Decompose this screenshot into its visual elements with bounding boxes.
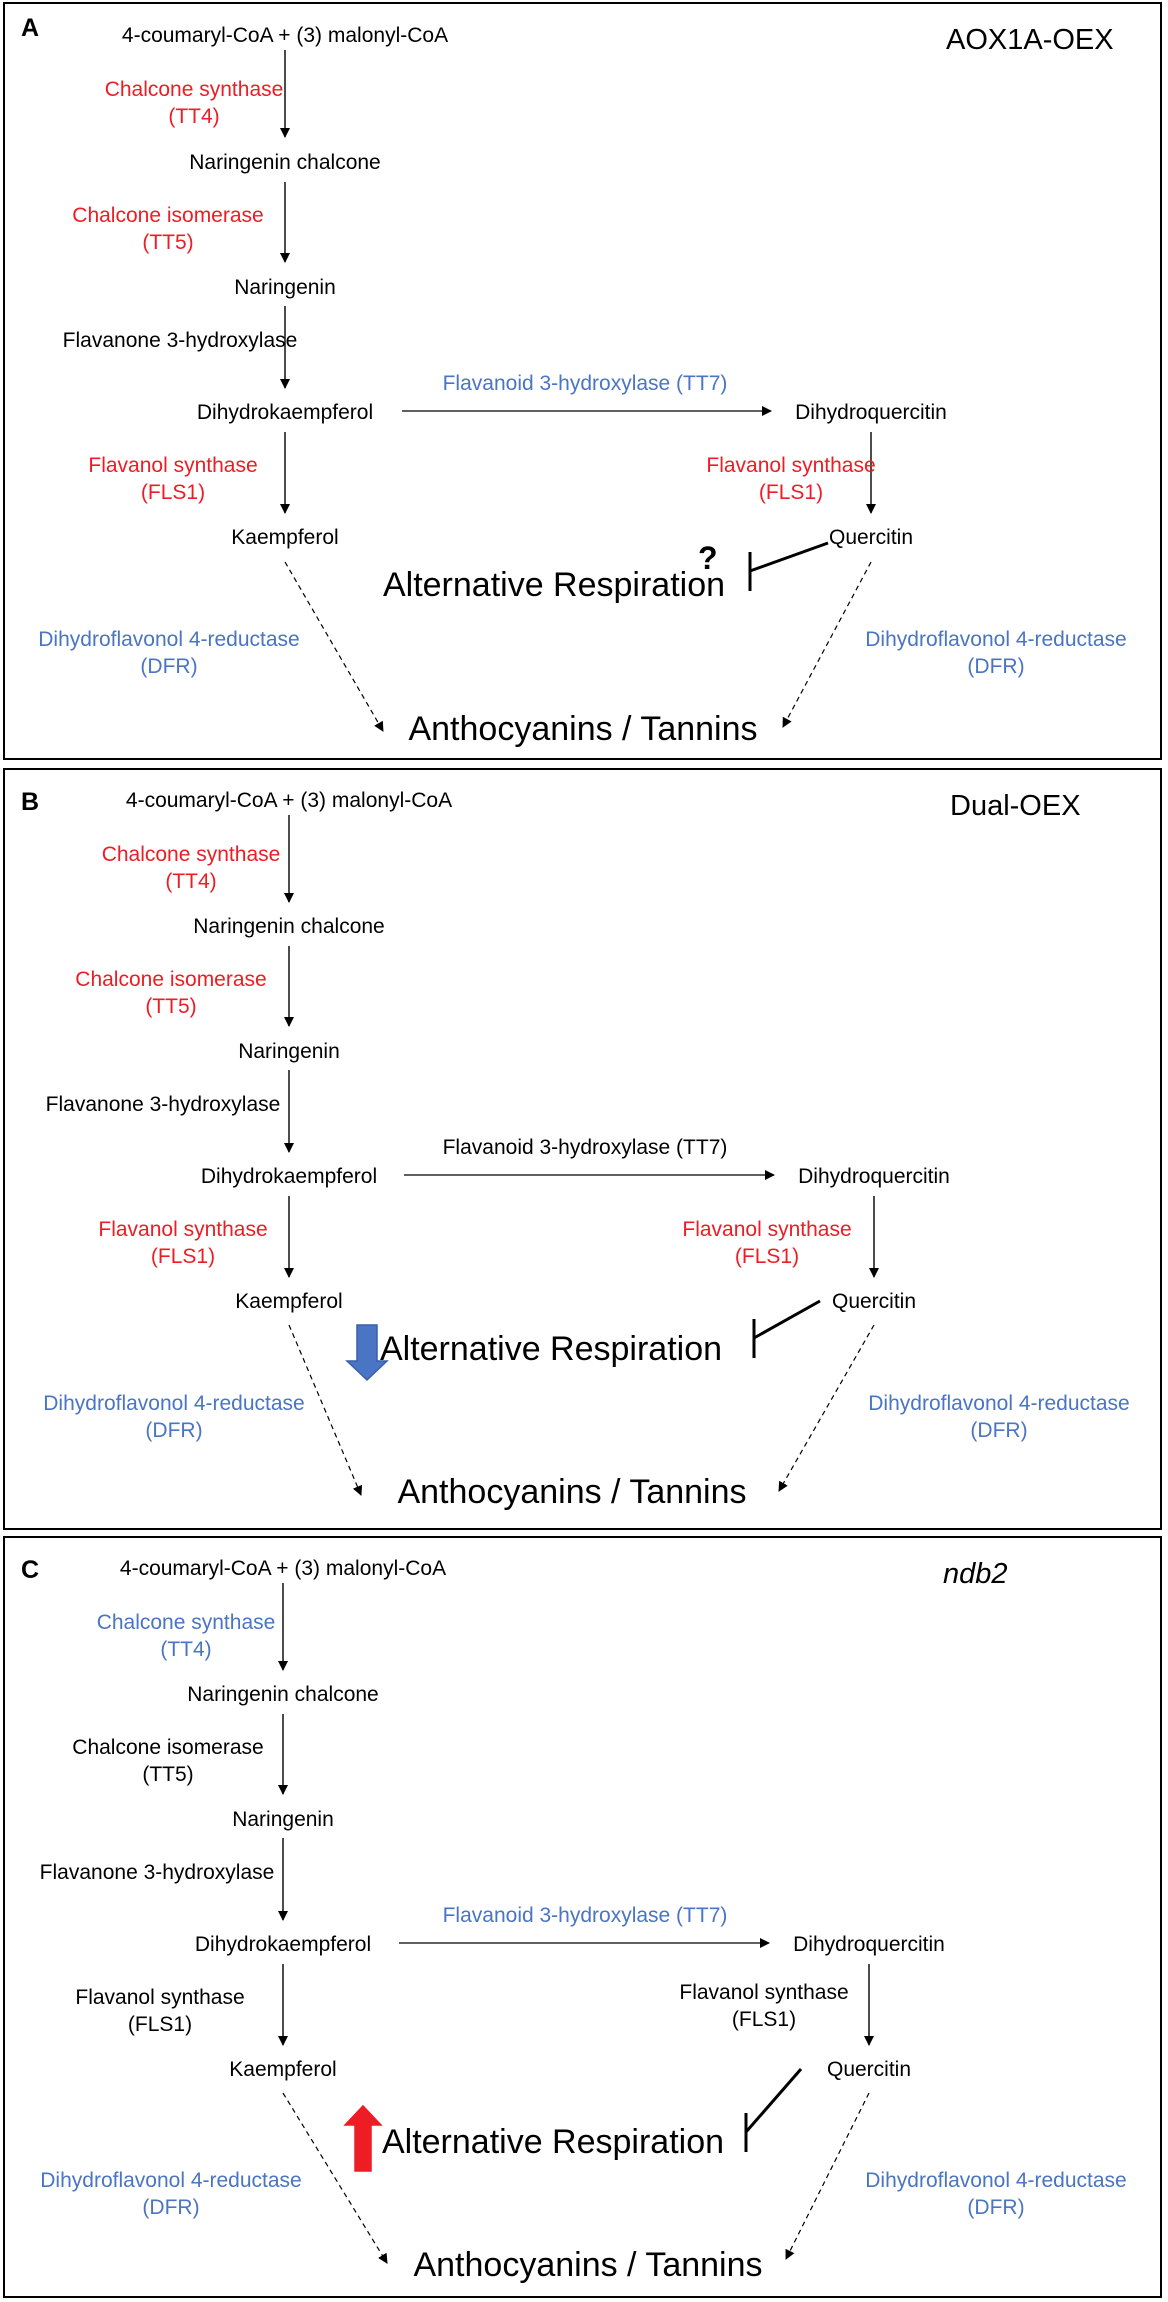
inhibition-line bbox=[749, 541, 829, 573]
alternative-respiration-label: Alternative Respiration bbox=[379, 1330, 723, 1368]
enzyme-dfr-right: Dihydroflavonol 4-reductase(DFR) bbox=[865, 2169, 1127, 2219]
metabolite-kaempferol: Kaempferol bbox=[231, 526, 339, 549]
panel-letter: B bbox=[21, 788, 40, 816]
substrate-label: 4-coumaryl-CoA + (3) malonyl-CoA bbox=[119, 1557, 447, 1580]
metabolite-kaempferol: Kaempferol bbox=[229, 2058, 337, 2081]
metabolite-dihydrokaempferol: Dihydrokaempferol bbox=[194, 1933, 372, 1956]
metabolite-dihydroquercitin: Dihydroquercitin bbox=[795, 401, 947, 424]
metabolite-naringenin: Naringenin bbox=[234, 276, 336, 299]
metabolite-quercitin: Quercitin bbox=[828, 526, 914, 549]
enzyme-chalcone-synthase: Chalcone synthase(TT4) bbox=[101, 843, 281, 893]
enzyme-flavanoid-3-hydroxylase: Flavanoid 3-hydroxylase (TT7) bbox=[442, 1136, 728, 1159]
product-label: Anthocyanins / Tannins bbox=[408, 710, 758, 748]
condition-label: ndb2 bbox=[943, 1558, 1008, 1590]
enzyme-chalcone-synthase: Chalcone synthase(TT4) bbox=[96, 1611, 276, 1661]
enzyme-dfr-left: Dihydroflavonol 4-reductase(DFR) bbox=[40, 2169, 302, 2219]
metabolite-dihydrokaempferol: Dihydrokaempferol bbox=[200, 1165, 378, 1188]
enzyme-flavanol-synthase-right: Flavanol synthase(FLS1) bbox=[682, 1218, 852, 1268]
enzyme-flavanone-3-hydroxylase: Flavanone 3-hydroxylase bbox=[39, 1861, 275, 1884]
condition-label: AOX1A-OEX bbox=[946, 24, 1114, 56]
metabolite-naringenin-chalcone: Naringenin chalcone bbox=[193, 915, 385, 938]
enzyme-chalcone-isomerase: Chalcone isomerase(TT5) bbox=[72, 1736, 264, 1786]
enzyme-flavanol-synthase-left: Flavanol synthase(FLS1) bbox=[98, 1218, 268, 1268]
enzyme-flavanoid-3-hydroxylase: Flavanoid 3-hydroxylase (TT7) bbox=[442, 372, 728, 395]
inhibition-line bbox=[753, 1299, 821, 1340]
condition-label: Dual-OEX bbox=[950, 790, 1081, 822]
product-label: Anthocyanins / Tannins bbox=[413, 2246, 763, 2284]
arrow-kaempferol-to-anthocyanins bbox=[282, 2092, 388, 2264]
panel-b: B Dual-OEX 4-coumaryl-CoA + (3) malonyl-… bbox=[3, 768, 1162, 1530]
arrow-kaempferol-to-anthocyanins bbox=[288, 1324, 363, 1496]
enzyme-chalcone-synthase: Chalcone synthase(TT4) bbox=[104, 78, 284, 128]
enzyme-dfr-left: Dihydroflavonol 4-reductase(DFR) bbox=[43, 1392, 305, 1442]
metabolite-naringenin-chalcone: Naringenin chalcone bbox=[189, 151, 381, 174]
arrow-quercitin-to-anthocyanins bbox=[778, 1324, 875, 1492]
metabolite-dihydrokaempferol: Dihydrokaempferol bbox=[196, 401, 374, 424]
panel-c: C ndb2 4-coumaryl-CoA + (3) malonyl-CoA … bbox=[3, 1536, 1162, 2298]
product-label: Anthocyanins / Tannins bbox=[397, 1473, 747, 1511]
enzyme-dfr-right: Dihydroflavonol 4-reductase(DFR) bbox=[868, 1392, 1130, 1442]
up-arrow-marker bbox=[343, 2104, 383, 2172]
inhibition-line bbox=[744, 2068, 803, 2133]
enzyme-flavanone-3-hydroxylase: Flavanone 3-hydroxylase bbox=[62, 329, 298, 352]
enzyme-flavanol-synthase-left: Flavanol synthase(FLS1) bbox=[88, 454, 258, 504]
metabolite-naringenin-chalcone: Naringenin chalcone bbox=[187, 1683, 379, 1706]
metabolite-naringenin: Naringenin bbox=[238, 1040, 340, 1063]
alternative-respiration-label: Alternative Respiration bbox=[381, 2123, 725, 2161]
alternative-respiration-label: Alternative Respiration bbox=[382, 566, 726, 604]
metabolite-dihydroquercitin: Dihydroquercitin bbox=[798, 1165, 950, 1188]
substrate-label: 4-coumaryl-CoA + (3) malonyl-CoA bbox=[125, 789, 453, 812]
metabolite-quercitin: Quercitin bbox=[831, 1290, 917, 1313]
arrow-kaempferol-to-anthocyanins bbox=[284, 561, 384, 732]
panel-letter: C bbox=[21, 1556, 40, 1584]
arrow-quercitin-to-anthocyanins bbox=[785, 2092, 870, 2260]
enzyme-flavanol-synthase-right: Flavanol synthase(FLS1) bbox=[679, 1981, 849, 2031]
panel-letter: A bbox=[21, 14, 40, 42]
down-arrow-marker bbox=[345, 1324, 389, 1382]
metabolite-kaempferol: Kaempferol bbox=[235, 1290, 343, 1313]
pathway-arrows bbox=[284, 815, 879, 1496]
metabolite-quercitin: Quercitin bbox=[826, 2058, 912, 2081]
enzyme-dfr-right: Dihydroflavonol 4-reductase(DFR) bbox=[865, 628, 1127, 678]
enzyme-dfr-left: Dihydroflavonol 4-reductase(DFR) bbox=[38, 628, 300, 678]
enzyme-chalcone-isomerase: Chalcone isomerase(TT5) bbox=[72, 204, 264, 254]
question-mark: ? bbox=[698, 540, 718, 576]
pathway-arrows bbox=[278, 1583, 874, 2264]
panel-a: A AOX1A-OEX 4-coumaryl-CoA + (3) malonyl… bbox=[3, 2, 1162, 760]
metabolite-dihydroquercitin: Dihydroquercitin bbox=[793, 1933, 945, 1956]
arrow-quercitin-to-anthocyanins bbox=[782, 561, 872, 728]
enzyme-flavanol-synthase-left: Flavanol synthase(FLS1) bbox=[75, 1986, 245, 2036]
enzyme-chalcone-isomerase: Chalcone isomerase(TT5) bbox=[75, 968, 267, 1018]
enzyme-flavanone-3-hydroxylase: Flavanone 3-hydroxylase bbox=[45, 1093, 281, 1116]
enzyme-flavanol-synthase-right: Flavanol synthase(FLS1) bbox=[706, 454, 876, 504]
metabolite-naringenin: Naringenin bbox=[232, 1808, 334, 1831]
substrate-label: 4-coumaryl-CoA + (3) malonyl-CoA bbox=[121, 24, 449, 47]
enzyme-flavanoid-3-hydroxylase: Flavanoid 3-hydroxylase (TT7) bbox=[442, 1904, 728, 1927]
pathway-arrows bbox=[280, 50, 876, 732]
